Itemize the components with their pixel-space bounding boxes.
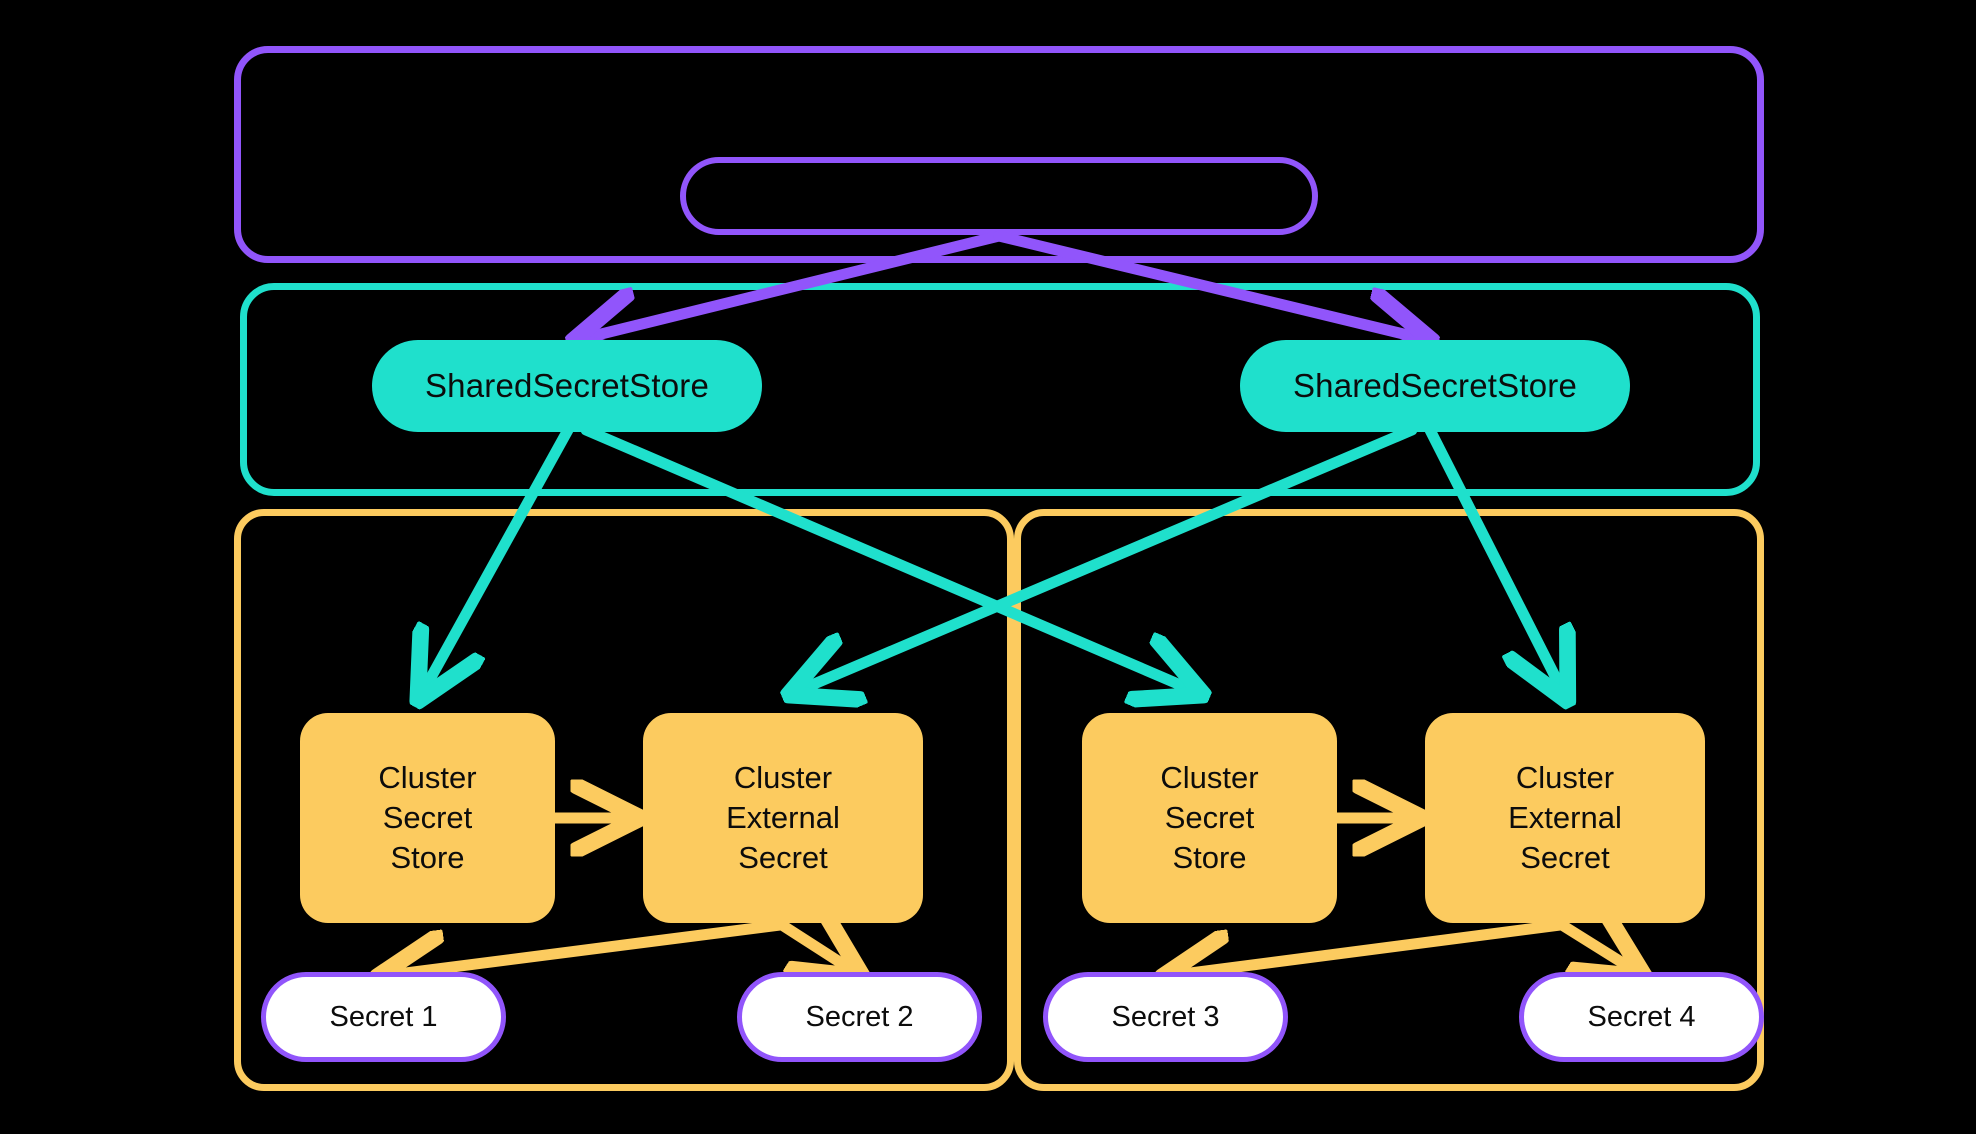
css-right-line1: Cluster (1160, 760, 1259, 796)
node-shared-secret-store-right[interactable]: SharedSecretStore (1240, 340, 1630, 432)
css-right-line3: Store (1172, 839, 1247, 875)
ces-left-line3: Secret (738, 839, 828, 875)
shared-secret-store-right-label: SharedSecretStore (1292, 367, 1578, 404)
node-secret-2[interactable]: Secret 2 (737, 972, 982, 1062)
node-secret-4[interactable]: Secret 4 (1519, 972, 1764, 1062)
ces-right-line2: External (1508, 800, 1622, 836)
ces-right-line3: Secret (1520, 839, 1610, 875)
secret-4-label: Secret 4 (1587, 1000, 1696, 1033)
secret-1-label: Secret 1 (329, 1000, 438, 1033)
css-left-line1: Cluster (378, 760, 477, 796)
node-shared-secret-store-left[interactable]: SharedSecretStore (372, 340, 762, 432)
secret-2-label: Secret 2 (805, 1000, 914, 1033)
node-secret-3[interactable]: Secret 3 (1043, 972, 1288, 1062)
node-cluster-secret-store-right[interactable]: Cluster Secret Store (1082, 713, 1337, 923)
node-cluster-external-secret-right[interactable]: Cluster External Secret (1425, 713, 1705, 923)
secret-3-label: Secret 3 (1111, 1000, 1220, 1033)
ces-right-line1: Cluster (1515, 760, 1615, 796)
node-secret-1[interactable]: Secret 1 (261, 972, 506, 1062)
css-left-line2: Secret (382, 800, 473, 836)
ces-left-line2: External (726, 800, 840, 836)
ces-left-line1: Cluster (733, 760, 833, 796)
group-operator-pill[interactable] (680, 157, 1318, 235)
shared-secret-store-left-label: SharedSecretStore (424, 367, 710, 404)
css-right-line2: Secret (1164, 800, 1255, 836)
node-cluster-external-secret-left[interactable]: Cluster External Secret (643, 713, 923, 923)
css-left-line3: Store (390, 839, 465, 875)
node-cluster-secret-store-left[interactable]: Cluster Secret Store (300, 713, 555, 923)
